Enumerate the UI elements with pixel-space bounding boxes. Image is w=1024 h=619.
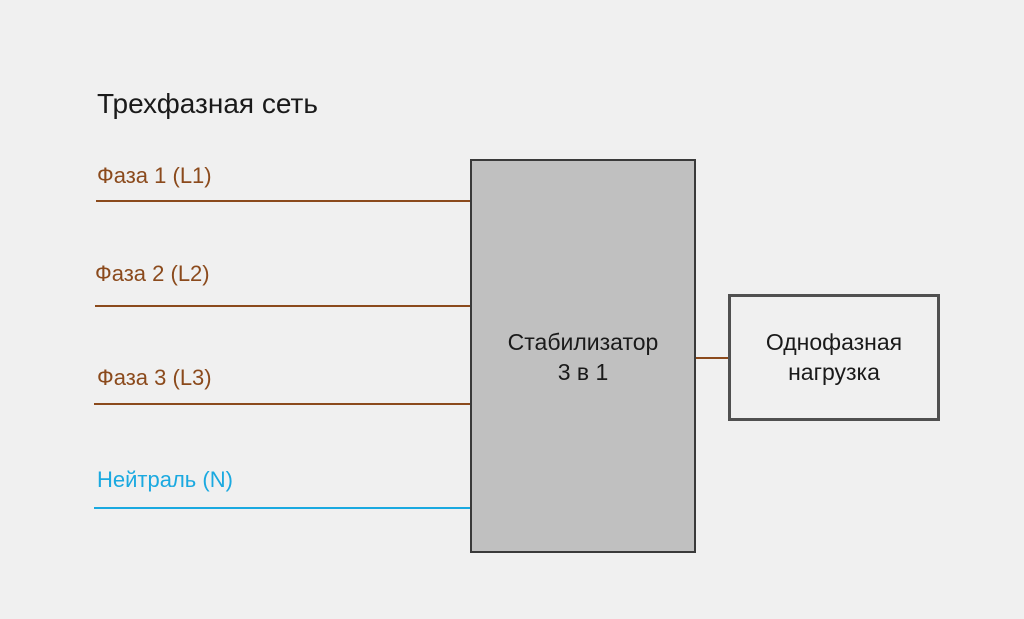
phase-3-wire <box>94 403 470 405</box>
load-block <box>728 294 940 421</box>
phase-2-label: Фаза 2 (L2) <box>95 261 210 286</box>
phase-3-label: Фаза 3 (L3) <box>97 365 212 390</box>
load-label-line-2: нагрузка <box>788 359 880 385</box>
stabilizer-label-line-1: Стабилизатор <box>507 329 659 355</box>
output-wire <box>696 357 728 359</box>
neutral-wire <box>94 507 470 509</box>
load-label: Однофазная нагрузка <box>728 327 940 387</box>
stabilizer-label-line-2: 3 в 1 <box>557 359 609 385</box>
diagram-title: Трехфазная сеть <box>97 88 318 119</box>
stabilizer-block <box>470 159 696 553</box>
phase-1-label: Фаза 1 (L1) <box>97 163 212 188</box>
phase-1-wire <box>96 200 470 202</box>
phase-2-wire <box>95 305 470 307</box>
neutral-label: Нейтраль (N) <box>97 467 233 492</box>
load-label-line-1: Однофазная <box>765 329 903 355</box>
stabilizer-label: Стабилизатор 3 в 1 <box>470 327 696 387</box>
